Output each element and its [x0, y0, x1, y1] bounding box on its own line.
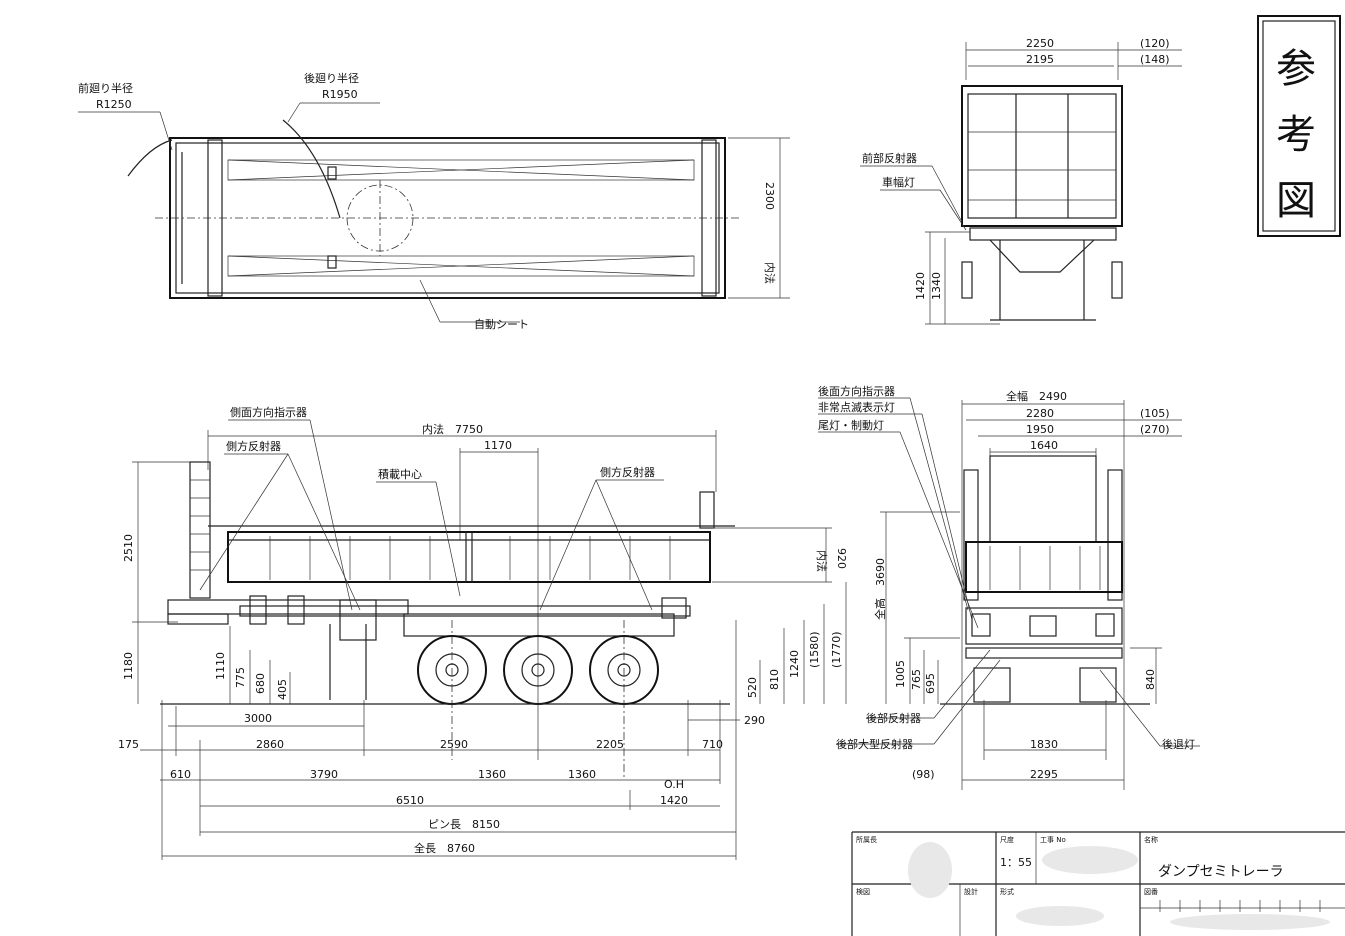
- rear-d-1640: 1640: [1030, 439, 1058, 452]
- side-d-2590: 2590: [440, 738, 468, 751]
- rear-d-2295: 2295: [1030, 768, 1058, 781]
- side-d-290: 290: [744, 714, 765, 727]
- side-oh-label: O.H: [664, 778, 684, 791]
- tail-brake-lamp-label: 尾灯・制動灯: [818, 418, 884, 432]
- load-center-label: 積載中心: [378, 467, 422, 481]
- tb-model-header: 形式: [1000, 887, 1014, 896]
- side-reflector-right-label: 側方反射器: [600, 465, 655, 479]
- side-d-3790: 3790: [310, 768, 338, 781]
- side-h-405: 405: [276, 679, 289, 700]
- side-inner-length: 内法 7750: [422, 422, 483, 436]
- side-d-2205: 2205: [596, 738, 624, 751]
- side-h-680: 680: [254, 673, 267, 694]
- front-reflector-label: 前部反射器: [862, 151, 917, 165]
- side-h-1770: (1770): [830, 631, 843, 668]
- side-d-3000: 3000: [244, 712, 272, 725]
- rear-h-1005: 1005: [894, 660, 907, 688]
- side-view: 内法 7750 1170 側面方向指示器 側方反射器 積載中心 側方反射器 内法…: [118, 405, 848, 860]
- rear-d-2280: 2280: [1026, 407, 1054, 420]
- tb-work-no-header: 工事 No: [1040, 835, 1066, 844]
- front-h-1340: 1340: [930, 272, 943, 300]
- rear-large-reflector-label: 後部大型反射器: [836, 737, 913, 751]
- side-h-1240: 1240: [788, 650, 801, 678]
- side-h-1110: 1110: [214, 652, 227, 680]
- title-block: 所属長 尺度 工事 No 名称 1：55 ダンプセミトレーラ 検図 設計 形式 …: [851, 831, 1345, 936]
- stamp-char-3: 図: [1276, 178, 1316, 224]
- tb-drawing-no-header: 図番: [1144, 888, 1158, 896]
- tb-name-value: ダンプセミトレーラ: [1158, 864, 1284, 880]
- rear-d-1950: 1950: [1026, 423, 1054, 436]
- side-d-1360a: 1360: [478, 768, 506, 781]
- rear-turn-signal-label: 後面方向指示器: [818, 384, 895, 398]
- rear-view: 後面方向指示器 非常点滅表示灯 尾灯・制動灯 全幅 2490 2280 1950…: [818, 384, 1200, 790]
- front-radius-value: R1250: [96, 98, 132, 111]
- auto-sheet-label: 自動シート: [474, 317, 529, 331]
- tb-name-header: 名称: [1144, 835, 1158, 844]
- rear-d-98: (98): [912, 768, 935, 781]
- reference-stamp: 参 考 図: [1257, 15, 1341, 237]
- side-d-1420: 1420: [660, 794, 688, 807]
- top-inner-width: 2300: [763, 182, 776, 210]
- front-dim-2195: 2195: [1026, 53, 1054, 66]
- side-d-610: 610: [170, 768, 191, 781]
- top-inner-label: 内法: [763, 262, 777, 284]
- side-inner-height: 920: [835, 548, 848, 569]
- pin-length: ピン長 8150: [428, 818, 500, 831]
- tb-approved-header: 検図: [856, 887, 870, 896]
- reverse-lamp-label: 後退灯: [1162, 737, 1195, 751]
- side-h-2510: 2510: [122, 534, 135, 562]
- front-h-1420: 1420: [914, 272, 927, 300]
- stamp-char-1: 参: [1276, 46, 1316, 92]
- front-radius-label: 前廻り半径: [78, 81, 133, 95]
- side-d-710: 710: [702, 738, 723, 751]
- rear-d-1830: 1830: [1030, 738, 1058, 751]
- overall-height-label: 全高: [873, 598, 887, 620]
- rear-h-695: 695: [924, 673, 937, 694]
- rear-h-840: 840: [1144, 669, 1157, 690]
- side-h-810: 810: [768, 669, 781, 690]
- overall-height: 3690: [874, 558, 887, 586]
- side-d-2860: 2860: [256, 738, 284, 751]
- front-view: 2250 2195 (120) (148) 前部反射器 車幅灯 1420 134…: [860, 37, 1182, 325]
- side-d-1360b: 1360: [568, 768, 596, 781]
- top-view: 前廻り半径 R1250 後廻り半径 R1950 自動シート 内法 2300: [78, 71, 790, 331]
- rear-radius-value: R1950: [322, 88, 358, 101]
- front-dim-120: (120): [1140, 37, 1170, 50]
- side-h-520: 520: [746, 677, 759, 698]
- rear-d-270: (270): [1140, 423, 1170, 436]
- front-dim-2250: 2250: [1026, 37, 1054, 50]
- rear-reflector-label: 後部反射器: [866, 711, 921, 725]
- side-d-6510: 6510: [396, 794, 424, 807]
- side-turn-signal-label: 側面方向指示器: [230, 405, 307, 419]
- overall-width: 全幅 2490: [1006, 389, 1067, 403]
- stamp-char-2: 考: [1276, 112, 1316, 158]
- tb-scale-value: 1：55: [1000, 856, 1032, 869]
- side-h-775: 775: [234, 667, 247, 688]
- side-h-1180: 1180: [122, 652, 135, 680]
- front-dim-148: (148): [1140, 53, 1170, 66]
- rear-radius-label: 後廻り半径: [304, 71, 359, 85]
- tb-design-header: 設計: [964, 887, 978, 896]
- tb-scale-header: 尺度: [1000, 835, 1014, 844]
- rear-d-105: (105): [1140, 407, 1170, 420]
- hazard-lamp-label: 非常点滅表示灯: [818, 400, 895, 414]
- overall-length: 全長 8760: [414, 841, 475, 855]
- side-d-175: 175: [118, 738, 139, 751]
- side-inner-label: 内法: [815, 550, 829, 572]
- rear-h-765: 765: [910, 669, 923, 690]
- tb-maker-header: 所属長: [856, 835, 877, 844]
- side-h-1580: (1580): [808, 631, 821, 668]
- side-reflector-left-label: 側方反射器: [226, 439, 281, 453]
- side-dim-1170: 1170: [484, 439, 512, 452]
- width-lamp-label: 車幅灯: [882, 175, 915, 189]
